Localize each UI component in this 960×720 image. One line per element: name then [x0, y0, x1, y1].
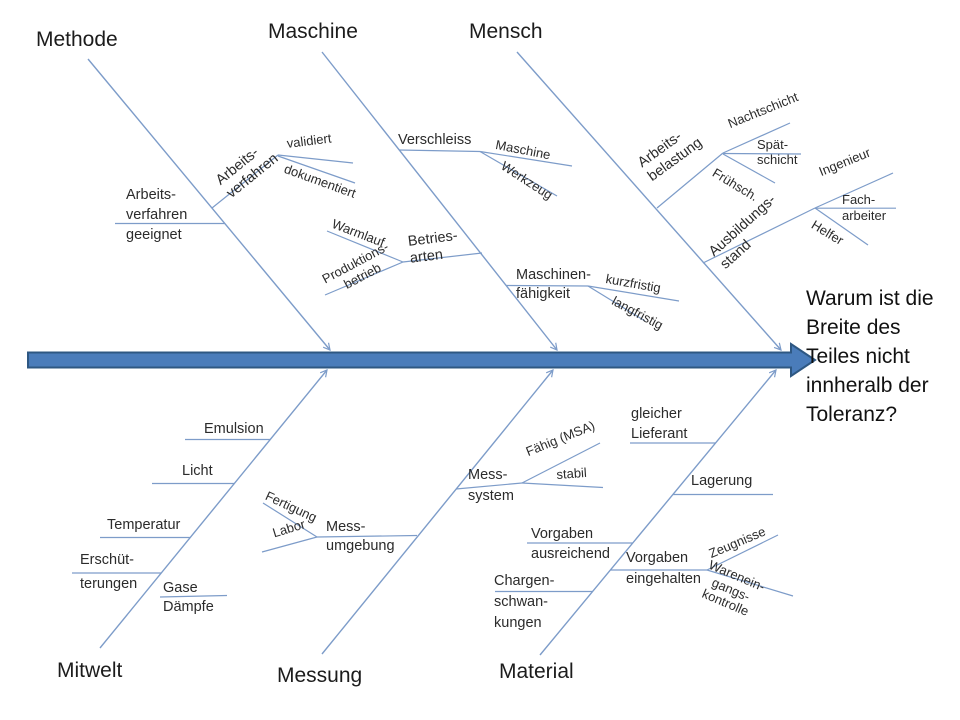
cause-vorgaben-ausreichend: Vorgaben ausreichend	[531, 526, 610, 562]
branch-lines-maschine	[324, 149, 680, 322]
category-mensch-label: Mensch	[469, 20, 543, 43]
problem-statement: Warum ist die Breite des Teiles nicht in…	[806, 287, 934, 426]
bone-material	[539, 369, 777, 656]
cause-facharbeiter: Fach- arbeiter	[842, 192, 887, 223]
category-maschine-label: Maschine	[268, 20, 358, 43]
cause-arbeitsverfahren-geeignet: Arbeits- verfahren geeignet	[126, 187, 188, 243]
branch-lines-methode	[115, 154, 356, 225]
cause-vorgaben-eingehalten: Vorgaben eingehalten	[626, 550, 701, 587]
cause-gleicher-lieferant: gleicher Lieferant	[631, 406, 688, 442]
branch-lines-mitwelt	[72, 438, 270, 598]
bone-messung	[321, 369, 554, 655]
branch-lines-messung	[261, 442, 604, 553]
bone-mitwelt	[99, 369, 328, 649]
branch-lines-material	[495, 442, 794, 597]
cause-temperatur: Temperatur	[107, 517, 181, 533]
branch-lines-mensch	[656, 122, 896, 264]
cause-erschuetterungen: Erschüt- terungen	[80, 552, 138, 592]
bone-methode	[87, 58, 331, 351]
bone-maschine	[321, 51, 558, 351]
cause-emulsion: Emulsion	[204, 421, 264, 437]
category-messung-label: Messung	[277, 664, 363, 687]
cause-betriesarten: Betries- arten	[407, 227, 459, 267]
cause-verschleiss: Verschleiss	[398, 132, 472, 148]
bone-mensch	[516, 51, 782, 351]
cause-chargenschwankungen: Chargen- schwan- kungen	[494, 573, 555, 631]
cause-messsystem: Mess- system	[468, 467, 514, 504]
cause-maschinenfaehigkeit: Maschinen- fähigkeit	[516, 267, 591, 302]
spine-arrow	[27, 342, 817, 378]
category-methode-label: Methode	[36, 28, 118, 51]
cause-spaetschicht: Spät- schicht	[757, 137, 798, 167]
cause-lagerung: Lagerung	[691, 473, 753, 489]
cause-licht: Licht	[182, 463, 213, 479]
category-material-label: Material	[499, 660, 574, 683]
cause-messumgebung: Mess- umgebung	[326, 519, 395, 554]
cause-stabil: stabil	[555, 464, 588, 482]
cause-gase-daempfe: Gase Dämpfe	[163, 580, 214, 615]
category-mitwelt-label: Mitwelt	[57, 659, 123, 682]
